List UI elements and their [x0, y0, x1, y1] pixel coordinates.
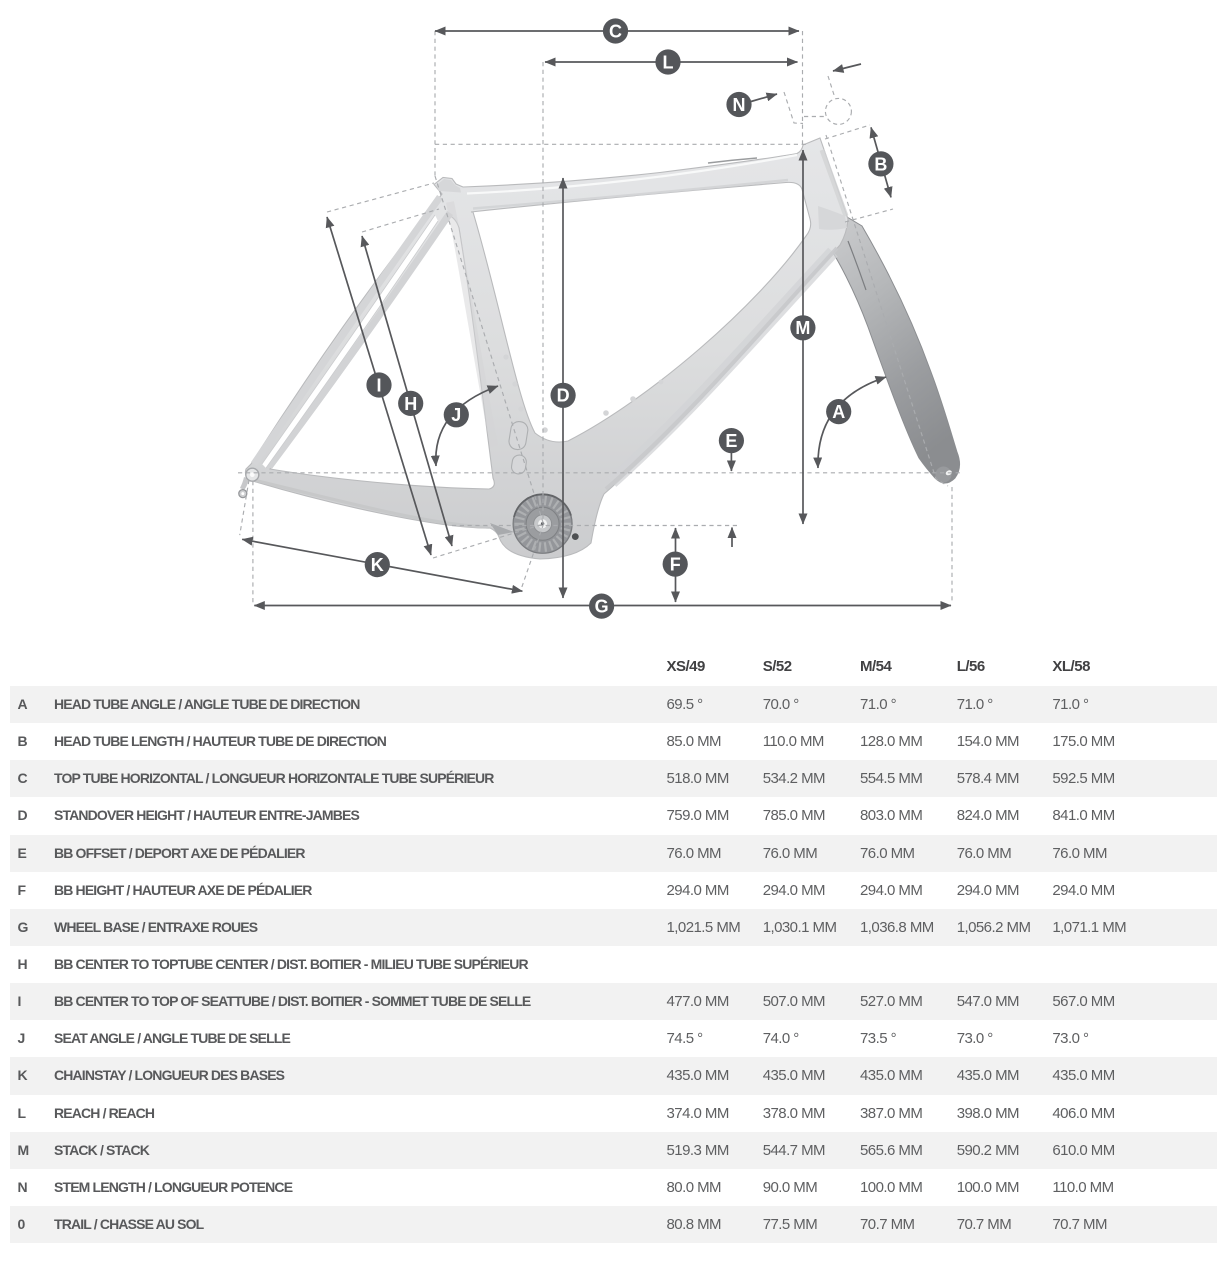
svg-text:D: D — [557, 386, 570, 406]
svg-text:L: L — [663, 52, 674, 72]
svg-text:N: N — [733, 95, 746, 115]
svg-text:K: K — [371, 555, 384, 575]
svg-text:A: A — [832, 402, 845, 422]
svg-text:J: J — [451, 405, 461, 425]
svg-text:C: C — [609, 21, 622, 41]
svg-text:I: I — [376, 375, 381, 395]
svg-text:M: M — [795, 318, 810, 338]
svg-text:F: F — [670, 555, 681, 575]
svg-text:H: H — [404, 394, 417, 414]
svg-text:E: E — [725, 431, 737, 451]
svg-text:B: B — [874, 154, 887, 174]
svg-text:G: G — [595, 597, 609, 617]
